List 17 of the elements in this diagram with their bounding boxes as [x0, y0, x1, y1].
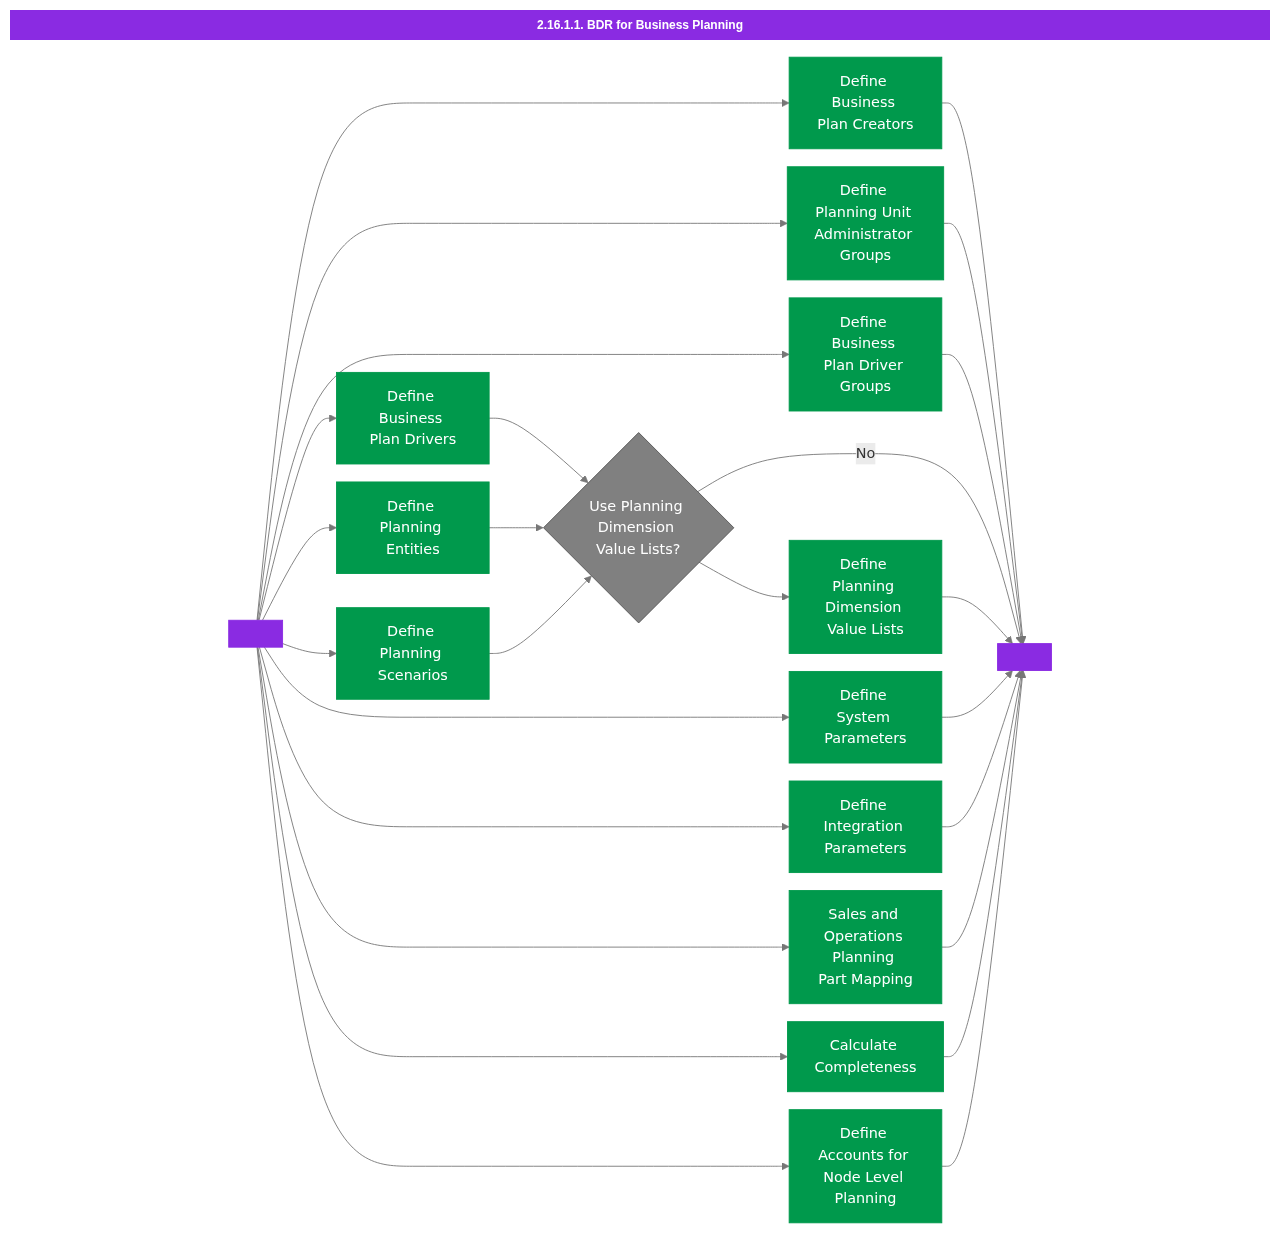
node-box: Define Business Plan Driver Groups — [788, 297, 943, 412]
node-box: Calculate Completeness — [786, 1021, 944, 1093]
title-bar: 2.16.1.1. BDR for Business Planning — [10, 10, 1270, 40]
edge-label: No — [855, 444, 876, 462]
node-box: Define Planning Unit Administrator Groups — [786, 166, 945, 281]
node-box — [228, 619, 283, 648]
node-box: Define Business Plan Creators — [788, 56, 943, 150]
node-box: Define Planning Entities — [335, 481, 490, 574]
node-box: Define Planning Dimension Value Lists — [788, 539, 943, 654]
node-box: Define System Parameters — [788, 670, 943, 764]
node-box: Define Business Plan Drivers — [335, 371, 490, 465]
node-box: Define Accounts for Node Level Planning — [788, 1109, 943, 1224]
node-box: Sales and Operations Planning Part Mapping — [788, 890, 943, 1005]
node-box: Define Planning Scenarios — [335, 607, 490, 700]
node-box — [997, 643, 1052, 671]
node-diamond: Use Planning Dimension Value Lists? — [542, 432, 735, 624]
node-box: Define Integration Parameters — [788, 780, 943, 874]
